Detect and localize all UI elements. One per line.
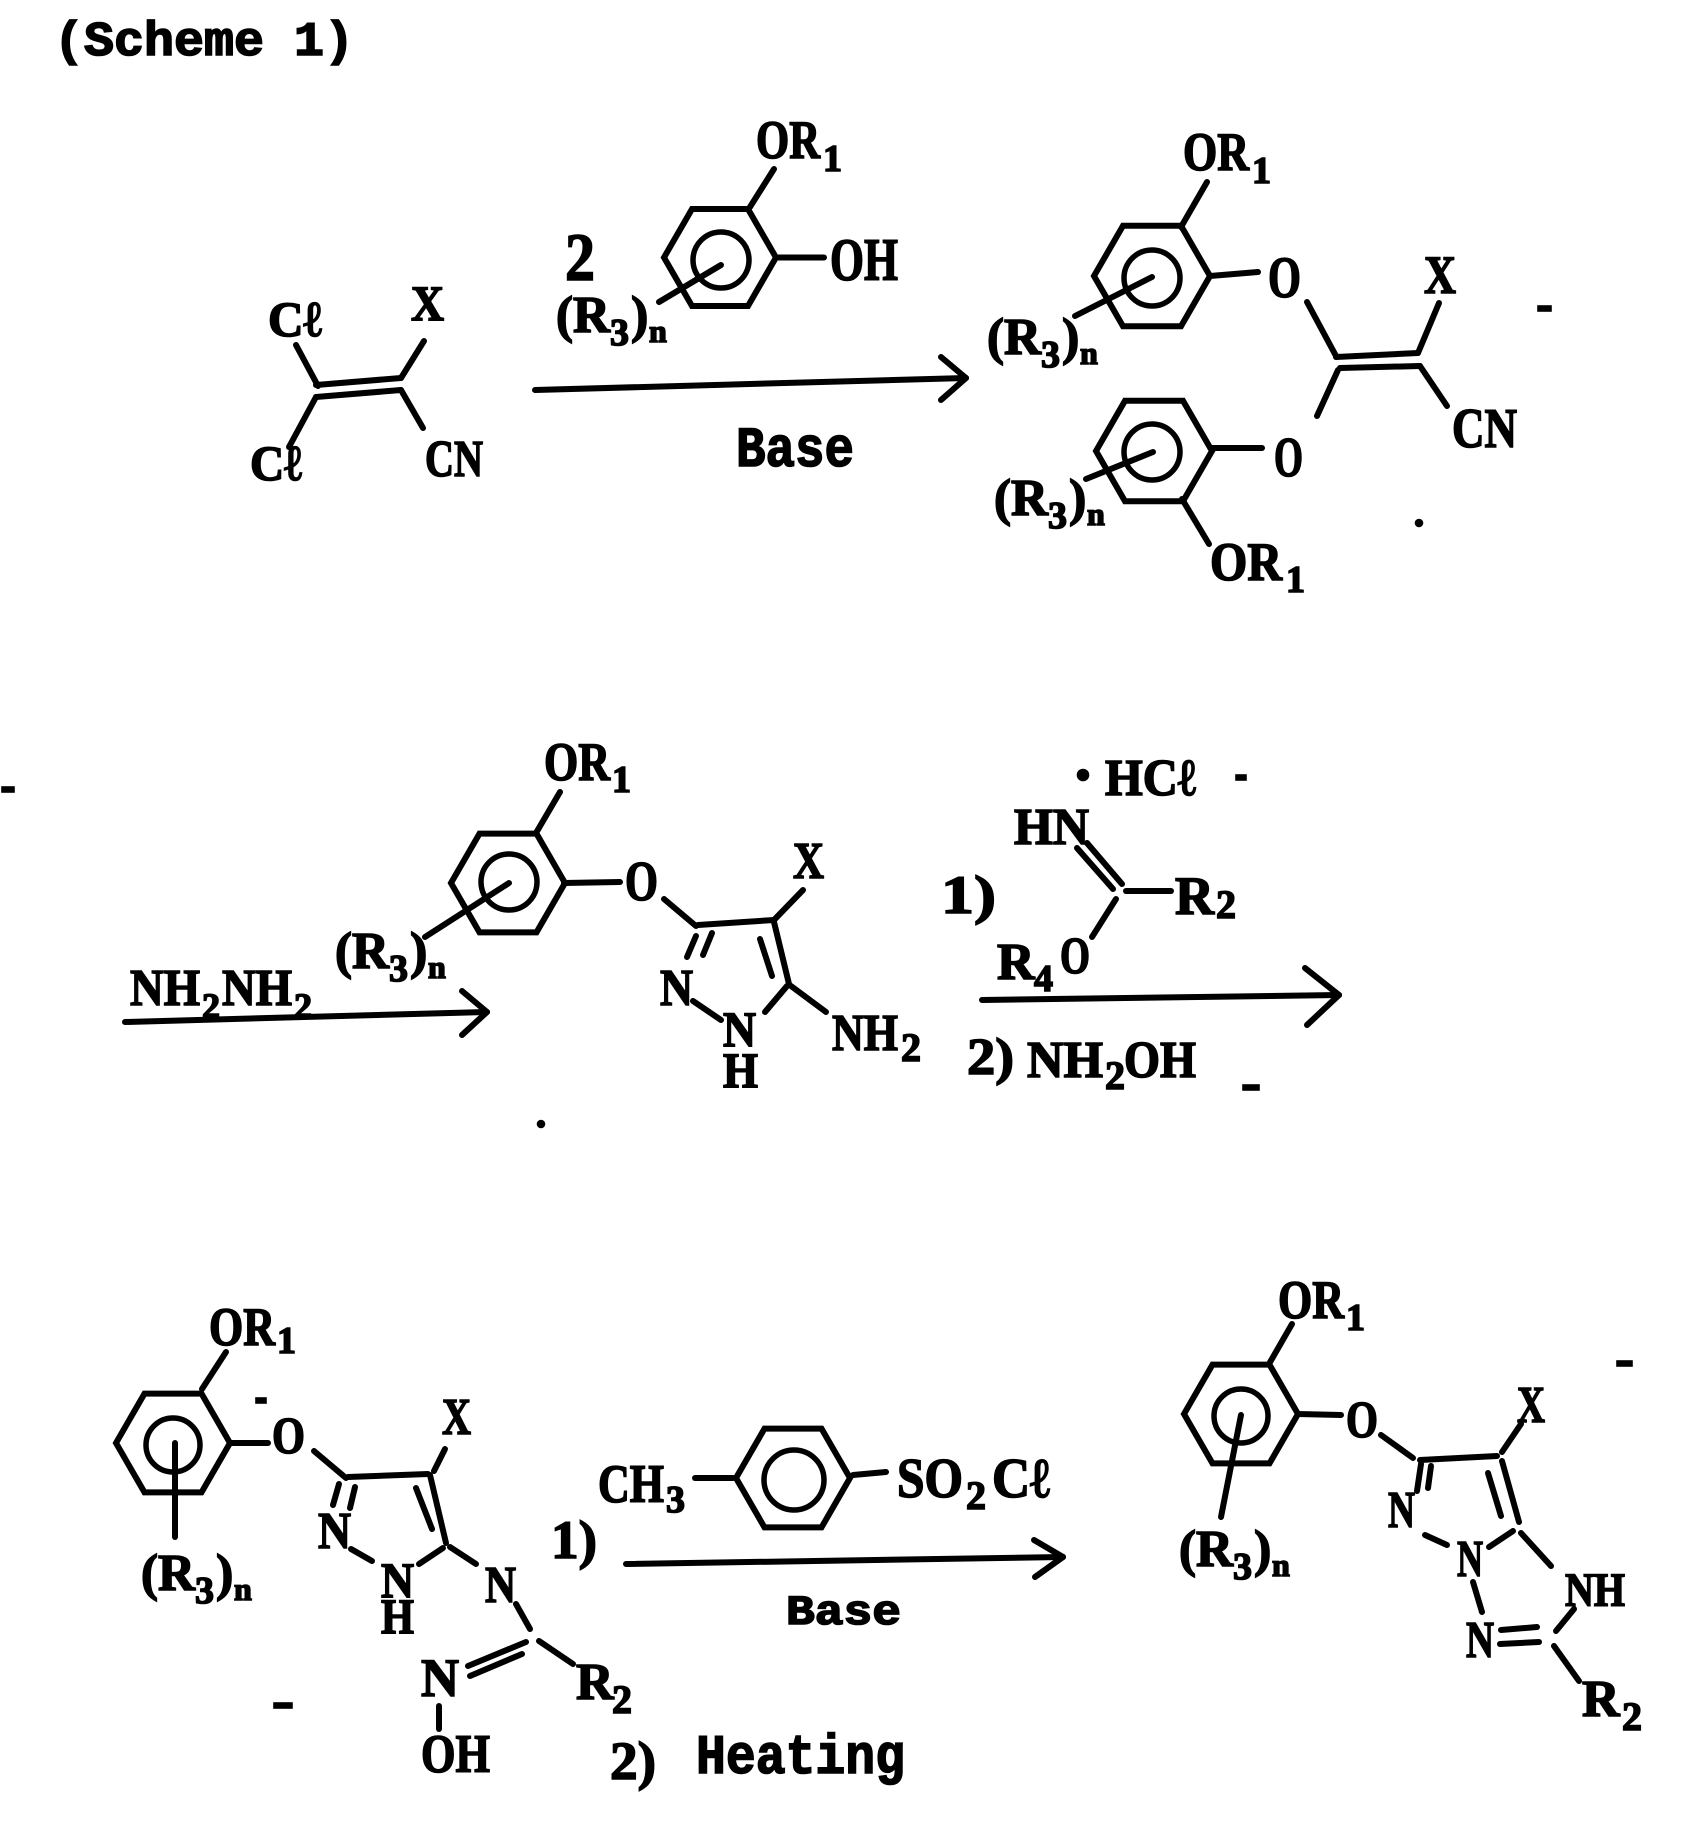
svg-text:Heating: Heating bbox=[696, 1726, 905, 1790]
svg-text:): ) bbox=[631, 287, 648, 344]
svg-text:NH: NH bbox=[222, 960, 292, 1017]
svg-text:OR: OR bbox=[756, 110, 821, 170]
svg-text:2: 2 bbox=[565, 219, 595, 295]
svg-text:N: N bbox=[381, 1552, 414, 1608]
svg-text:OR: OR bbox=[1278, 1270, 1345, 1330]
svg-text:): ) bbox=[1062, 309, 1079, 366]
svg-text:H: H bbox=[381, 1588, 414, 1644]
svg-text:n: n bbox=[1080, 335, 1098, 371]
svg-text:OR: OR bbox=[209, 1297, 276, 1357]
svg-text:(R: (R bbox=[1179, 1521, 1234, 1578]
svg-text:HN: HN bbox=[1014, 799, 1089, 856]
svg-text:3: 3 bbox=[389, 948, 408, 990]
svg-text:): ) bbox=[410, 923, 427, 980]
svg-text:3: 3 bbox=[666, 1479, 685, 1521]
svg-text:1): 1) bbox=[551, 1510, 597, 1570]
svg-text:2: 2 bbox=[966, 1473, 986, 1518]
svg-text:R: R bbox=[576, 1654, 615, 1711]
svg-text:2): 2) bbox=[967, 1029, 1014, 1086]
svg-text:O: O bbox=[1060, 928, 1090, 985]
svg-text:X: X bbox=[1424, 245, 1456, 305]
svg-text:CH: CH bbox=[598, 1454, 664, 1514]
svg-text:): ) bbox=[1069, 470, 1086, 527]
svg-text:N: N bbox=[1457, 1531, 1483, 1588]
svg-text:n: n bbox=[649, 313, 667, 349]
svg-text:N: N bbox=[485, 1557, 516, 1614]
svg-text:O: O bbox=[272, 1408, 305, 1465]
svg-text:N: N bbox=[1388, 1482, 1415, 1539]
svg-text:1: 1 bbox=[1346, 1297, 1365, 1339]
svg-text:R: R bbox=[1175, 866, 1215, 926]
svg-text:OH: OH bbox=[1124, 1032, 1196, 1089]
svg-text:1: 1 bbox=[612, 759, 631, 801]
svg-text:3: 3 bbox=[1041, 334, 1060, 376]
svg-text:OR: OR bbox=[544, 732, 611, 792]
svg-text:O: O bbox=[1268, 245, 1301, 310]
svg-text:n: n bbox=[234, 1571, 252, 1607]
svg-text:): ) bbox=[1254, 1521, 1271, 1578]
svg-text:X: X bbox=[442, 1389, 471, 1446]
svg-text:2: 2 bbox=[612, 1677, 632, 1722]
svg-text:O: O bbox=[1346, 1392, 1378, 1449]
svg-text:2: 2 bbox=[294, 986, 312, 1026]
svg-text:NH: NH bbox=[130, 960, 200, 1017]
svg-text:OH: OH bbox=[830, 227, 898, 293]
svg-text:2): 2) bbox=[610, 1731, 656, 1791]
svg-text:2: 2 bbox=[1216, 882, 1236, 927]
svg-text:N: N bbox=[318, 1503, 351, 1560]
svg-text:n: n bbox=[1087, 496, 1105, 532]
svg-text:n: n bbox=[428, 949, 446, 985]
svg-text:NH: NH bbox=[1565, 1564, 1625, 1617]
svg-text:N: N bbox=[1466, 1612, 1494, 1669]
svg-text:(R: (R bbox=[141, 1545, 196, 1602]
svg-text:R: R bbox=[1582, 1671, 1621, 1728]
svg-text:(Scheme 1): (Scheme 1) bbox=[54, 16, 354, 70]
svg-text:2: 2 bbox=[1105, 1053, 1125, 1098]
svg-text:(R: (R bbox=[556, 287, 611, 344]
svg-text:O: O bbox=[625, 851, 658, 913]
svg-text:OR: OR bbox=[1210, 532, 1283, 592]
svg-text:): ) bbox=[216, 1545, 233, 1602]
svg-text:NH: NH bbox=[1027, 1032, 1103, 1089]
svg-text:3: 3 bbox=[1233, 1546, 1252, 1588]
svg-text:3: 3 bbox=[610, 312, 629, 354]
svg-text:H: H bbox=[723, 1042, 758, 1098]
svg-text:CN: CN bbox=[1452, 398, 1517, 460]
svg-text:SO: SO bbox=[897, 1448, 963, 1510]
svg-text:1: 1 bbox=[1286, 559, 1305, 601]
svg-text:3: 3 bbox=[1048, 495, 1067, 537]
svg-text:NH: NH bbox=[832, 1005, 898, 1062]
svg-text:N: N bbox=[723, 1001, 756, 1057]
svg-text:1: 1 bbox=[1252, 150, 1271, 192]
svg-text:Base: Base bbox=[736, 420, 854, 484]
svg-text:2: 2 bbox=[901, 1025, 921, 1070]
svg-text:OR: OR bbox=[1183, 122, 1250, 182]
svg-text:3: 3 bbox=[195, 1570, 214, 1612]
svg-text:2: 2 bbox=[202, 986, 220, 1026]
svg-text:(R: (R bbox=[994, 470, 1049, 527]
svg-text:X: X bbox=[411, 275, 444, 331]
svg-text:X: X bbox=[793, 833, 824, 890]
svg-text:1): 1) bbox=[941, 865, 996, 925]
svg-text:2: 2 bbox=[1622, 1694, 1642, 1739]
svg-text:N: N bbox=[421, 1648, 459, 1708]
svg-text:(R: (R bbox=[335, 923, 390, 980]
svg-text:N: N bbox=[660, 960, 693, 1017]
svg-text:O: O bbox=[1274, 427, 1303, 489]
svg-text:HCℓ: HCℓ bbox=[1105, 750, 1196, 807]
svg-text:R: R bbox=[997, 934, 1036, 991]
svg-text:1: 1 bbox=[823, 138, 842, 180]
svg-text:n: n bbox=[1272, 1547, 1290, 1583]
svg-text:X: X bbox=[1517, 1377, 1545, 1434]
svg-text:Cℓ: Cℓ bbox=[268, 291, 322, 347]
svg-text:(R: (R bbox=[987, 309, 1042, 366]
svg-text:Cℓ: Cℓ bbox=[250, 435, 302, 491]
svg-text:Base: Base bbox=[786, 1589, 901, 1637]
svg-text:OH: OH bbox=[421, 1724, 490, 1784]
svg-text:1: 1 bbox=[277, 1320, 296, 1362]
svg-text:CN: CN bbox=[425, 431, 483, 488]
svg-text:4: 4 bbox=[1034, 958, 1053, 1000]
svg-text:Cℓ: Cℓ bbox=[992, 1448, 1050, 1510]
